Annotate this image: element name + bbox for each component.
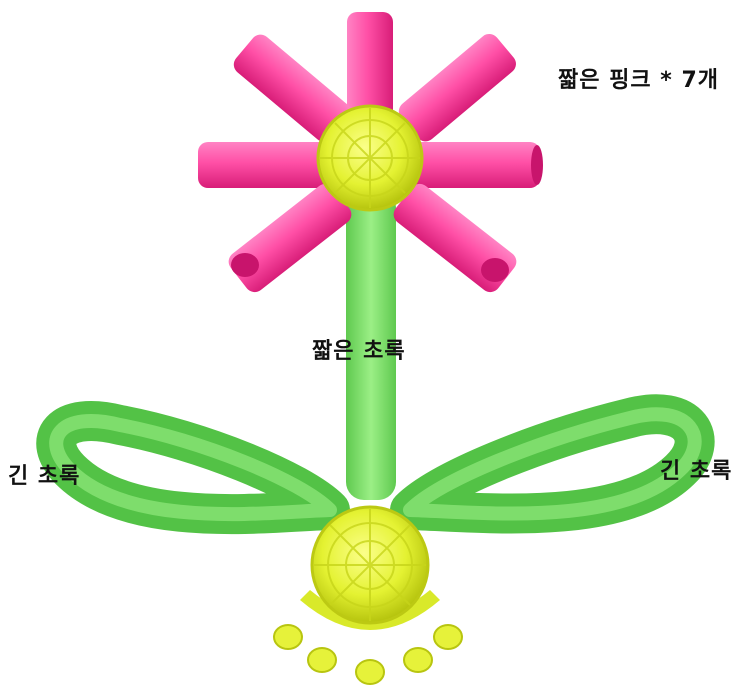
right-leaf-loop — [410, 414, 695, 513]
petal-right — [405, 142, 540, 188]
label-short-pink: 짧은 핑크 * 7개 — [558, 62, 719, 94]
left-leaf-loop — [56, 421, 330, 514]
label-long-green-left: 긴 초록 — [8, 458, 80, 490]
label-long-green-right: 긴 초록 — [660, 453, 732, 485]
label-short-green: 짧은 초록 — [312, 333, 406, 365]
flower-center-connector — [318, 106, 422, 210]
base-connector — [274, 507, 462, 684]
